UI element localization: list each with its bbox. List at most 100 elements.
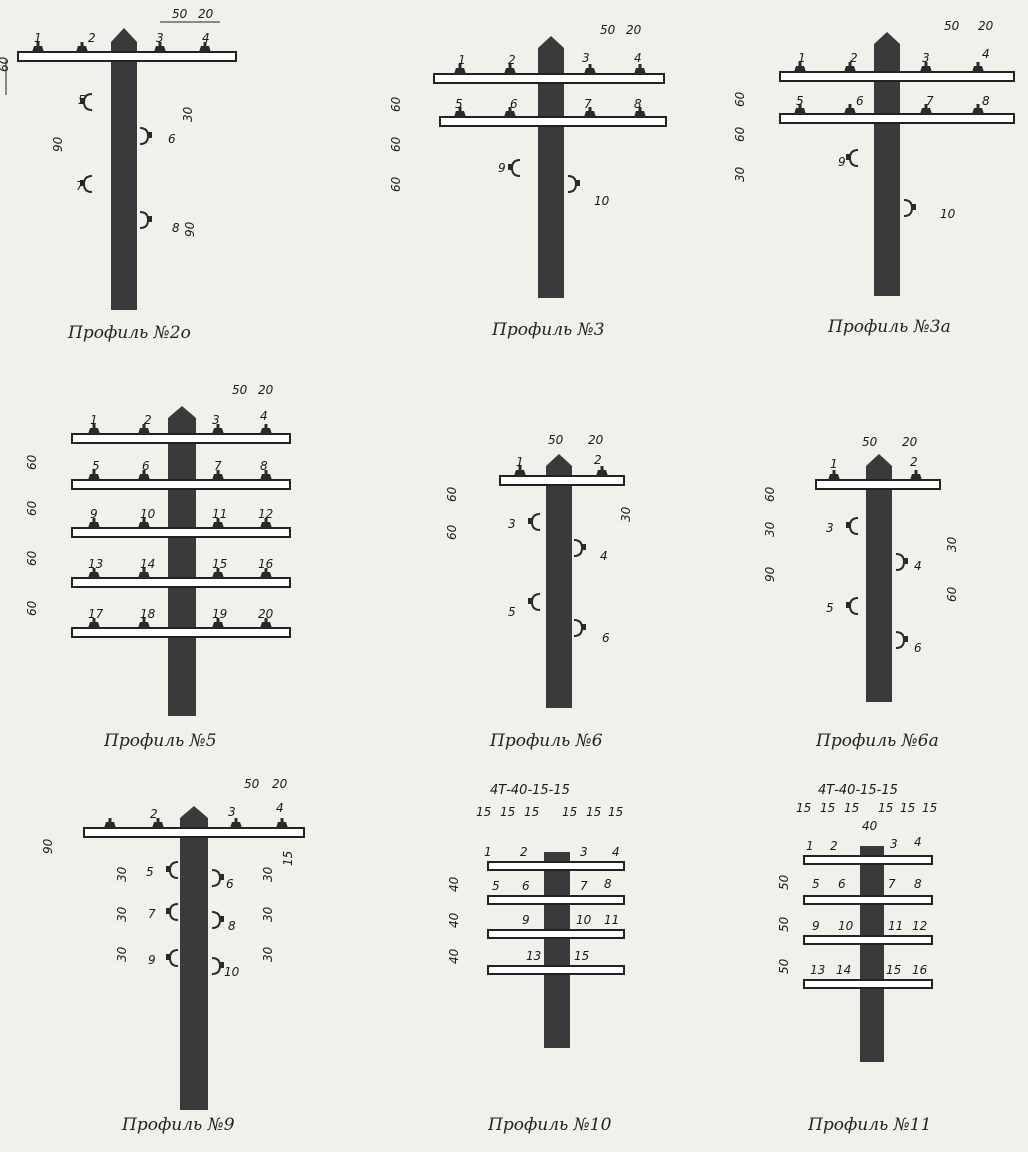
caption-2o: Профиль №2о xyxy=(67,323,191,343)
crossarm-3 xyxy=(71,527,291,538)
crossarm-bottom xyxy=(439,116,667,127)
svg-text:50: 50 xyxy=(600,23,616,37)
svg-text:3: 3 xyxy=(826,521,834,535)
svg-text:9: 9 xyxy=(838,155,846,169)
svg-text:5: 5 xyxy=(826,601,834,615)
pole xyxy=(538,48,564,298)
svg-text:8: 8 xyxy=(982,94,990,108)
svg-text:7: 7 xyxy=(76,179,84,193)
svg-text:5: 5 xyxy=(492,879,500,893)
crossarm-5 xyxy=(71,627,291,638)
svg-text:10: 10 xyxy=(224,965,240,979)
svg-text:15: 15 xyxy=(878,801,893,815)
crossarm-2 xyxy=(803,895,933,905)
svg-text:9: 9 xyxy=(522,913,530,927)
svg-text:4: 4 xyxy=(260,409,268,423)
svg-text:15: 15 xyxy=(500,805,515,819)
svg-text:3: 3 xyxy=(582,51,590,65)
svg-text:5: 5 xyxy=(92,459,100,473)
svg-text:30: 30 xyxy=(261,946,275,962)
svg-text:20: 20 xyxy=(978,19,994,33)
svg-text:30: 30 xyxy=(619,506,633,522)
crossarm-2 xyxy=(71,479,291,490)
svg-text:50: 50 xyxy=(244,777,260,791)
svg-text:15: 15 xyxy=(524,805,539,819)
svg-text:6: 6 xyxy=(914,641,922,655)
svg-text:10: 10 xyxy=(140,507,156,521)
svg-text:1: 1 xyxy=(458,53,466,67)
svg-text:18: 18 xyxy=(140,607,156,621)
svg-text:15: 15 xyxy=(608,805,623,819)
pole xyxy=(866,466,892,702)
svg-text:4: 4 xyxy=(982,47,990,61)
svg-text:6: 6 xyxy=(856,94,864,108)
svg-text:20: 20 xyxy=(588,433,604,447)
svg-text:20: 20 xyxy=(258,383,274,397)
svg-text:30: 30 xyxy=(115,946,129,962)
crossarm-4 xyxy=(487,965,625,975)
svg-text:4: 4 xyxy=(634,51,642,65)
svg-text:15: 15 xyxy=(281,851,295,866)
caption-11: Профиль №11 xyxy=(807,1115,931,1135)
svg-text:10: 10 xyxy=(576,913,592,927)
svg-text:1: 1 xyxy=(830,457,838,471)
crossarm-top xyxy=(779,71,1015,82)
svg-text:60: 60 xyxy=(389,136,403,152)
svg-text:50: 50 xyxy=(548,433,564,447)
svg-text:11: 11 xyxy=(604,913,619,927)
crossarm xyxy=(499,475,625,486)
svg-text:4: 4 xyxy=(202,31,210,45)
pole xyxy=(874,44,900,296)
svg-text:15: 15 xyxy=(796,801,811,815)
svg-text:15: 15 xyxy=(886,963,901,977)
svg-text:6: 6 xyxy=(168,132,176,146)
caption-3a: Профиль №3а xyxy=(827,317,951,337)
svg-text:30: 30 xyxy=(261,906,275,922)
svg-text:50: 50 xyxy=(172,7,188,21)
svg-text:15: 15 xyxy=(922,801,937,815)
svg-text:15: 15 xyxy=(820,801,835,815)
svg-text:60: 60 xyxy=(25,550,39,566)
svg-text:60: 60 xyxy=(389,96,403,112)
crossarm-3 xyxy=(487,929,625,939)
crossarm-3 xyxy=(803,935,933,945)
svg-text:2: 2 xyxy=(144,413,152,427)
crossarm-1 xyxy=(487,861,625,871)
svg-text:13: 13 xyxy=(810,963,825,977)
svg-text:8: 8 xyxy=(228,919,236,933)
svg-text:11: 11 xyxy=(212,507,227,521)
svg-text:15: 15 xyxy=(212,557,227,571)
svg-text:60: 60 xyxy=(945,586,959,602)
caption-6a: Профиль №6а xyxy=(815,731,939,751)
svg-text:19: 19 xyxy=(212,607,227,621)
svg-text:2: 2 xyxy=(594,453,602,467)
svg-text:14: 14 xyxy=(836,963,851,977)
svg-text:50: 50 xyxy=(777,958,791,974)
svg-text:15: 15 xyxy=(844,801,859,815)
svg-text:60: 60 xyxy=(733,91,747,107)
svg-text:9: 9 xyxy=(812,919,820,933)
svg-text:3: 3 xyxy=(890,837,898,851)
svg-text:3: 3 xyxy=(228,805,236,819)
svg-text:3: 3 xyxy=(508,517,516,531)
caption-3: Профиль №3 xyxy=(491,320,605,340)
caption-5: Профиль №5 xyxy=(103,731,217,751)
svg-text:30: 30 xyxy=(115,906,129,922)
svg-text:15: 15 xyxy=(900,801,915,815)
svg-text:13: 13 xyxy=(88,557,103,571)
svg-text:7: 7 xyxy=(584,97,592,111)
svg-text:20: 20 xyxy=(258,607,274,621)
svg-text:16: 16 xyxy=(258,557,274,571)
svg-text:30: 30 xyxy=(181,106,195,122)
svg-text:11: 11 xyxy=(888,919,903,933)
svg-text:5: 5 xyxy=(796,94,804,108)
svg-text:2: 2 xyxy=(910,455,918,469)
svg-text:5: 5 xyxy=(455,97,463,111)
svg-text:40: 40 xyxy=(447,912,461,928)
